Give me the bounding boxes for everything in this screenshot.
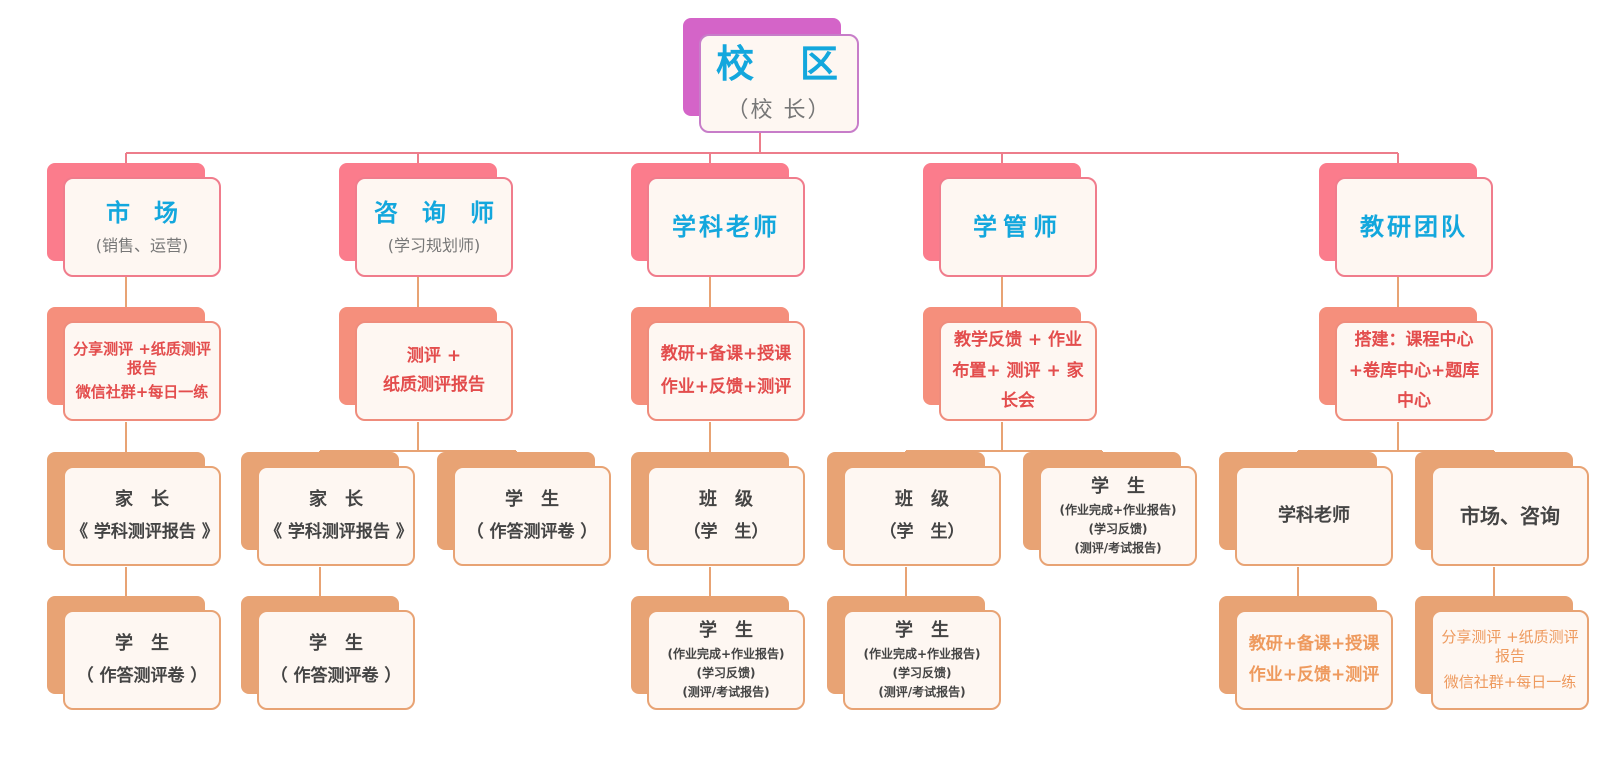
leaf-line: (测评/考试报告) [878, 684, 966, 699]
leaf-line: (测评/考试报告) [682, 684, 770, 699]
leaf-sub: （ 作答测评卷 ） [270, 665, 402, 686]
leaf-title: 班 级 [895, 489, 949, 511]
task-line: 分享测评 +纸质测评报告 [73, 339, 211, 377]
task-line: 测评 + [406, 345, 462, 366]
leaf-sub: （ 作答测评卷 ） [76, 665, 208, 686]
leaf-sub: （学 生） [879, 521, 965, 542]
leaf-title: 学 生 [115, 633, 169, 655]
leaf-line: (作业完成+作业报告) [863, 646, 981, 661]
leaf-line: 分享测评 +纸质测评报告 [1441, 627, 1579, 666]
leaf-title: 学 生 [505, 489, 559, 511]
leaf-line: (作业完成+作业报告) [1059, 502, 1177, 517]
task-line: 教学反馈 + 作业布置+ 测评 + 家长会 [952, 330, 1084, 412]
leaf-sub: （ 作答测评卷 ） [466, 521, 598, 542]
leaf-line: (学习反馈) [892, 665, 952, 680]
leaf-line: 教研+备课+授课 [1248, 633, 1380, 654]
leaf-sub: （学 生） [683, 521, 769, 542]
role-title: 咨 询 师 [374, 198, 494, 227]
leaf-title: 家 长 [309, 489, 363, 511]
leaf-title: 学 生 [309, 633, 363, 655]
connector-role-task [125, 277, 1399, 322]
leaf-line: 作业+反馈+测评 [1248, 665, 1380, 685]
leaf-title: 家 长 [115, 489, 169, 511]
role-subtitle: (学习规划师) [387, 235, 481, 255]
leaf-title: 学 生 [699, 620, 753, 642]
role-title: 市 场 [106, 198, 178, 227]
root-title: 校 区 [715, 42, 842, 87]
leaf-line: (学习反馈) [696, 665, 756, 680]
leaf-title: 班 级 [699, 489, 753, 511]
root-subtitle: （校 长） [726, 97, 832, 123]
leaf-title: 学 生 [1091, 476, 1145, 498]
role-subtitle: (销售、运营) [95, 235, 189, 255]
leaf-line: (学习反馈) [1088, 521, 1148, 536]
leaf-sub: 《 学科测评报告 》 [265, 521, 413, 542]
role-title: 学管师 [973, 213, 1063, 241]
leaf-title: 市场、咨询 [1460, 503, 1560, 528]
task-line: 纸质测评报告 [383, 375, 485, 395]
leaf-line: 微信社群+每日一练 [1443, 672, 1577, 691]
leaf-line: (作业完成+作业报告) [667, 646, 785, 661]
task-line: 教研+备课+授课 [660, 343, 792, 364]
leaf-title: 学科老师 [1278, 504, 1350, 526]
task-line: 作业+反馈+测评 [660, 377, 792, 397]
leaf-title: 学 生 [895, 620, 949, 642]
role-title: 学科老师 [672, 213, 780, 241]
task-line: 搭建：课程中心+卷库中心+题库中心 [1348, 330, 1480, 412]
leaf-line: (测评/考试报告) [1074, 540, 1162, 555]
role-title: 教研团队 [1360, 213, 1468, 241]
task-line: 微信社群+每日一练 [75, 383, 209, 402]
leaf-sub: 《 学科测评报告 》 [71, 521, 219, 542]
